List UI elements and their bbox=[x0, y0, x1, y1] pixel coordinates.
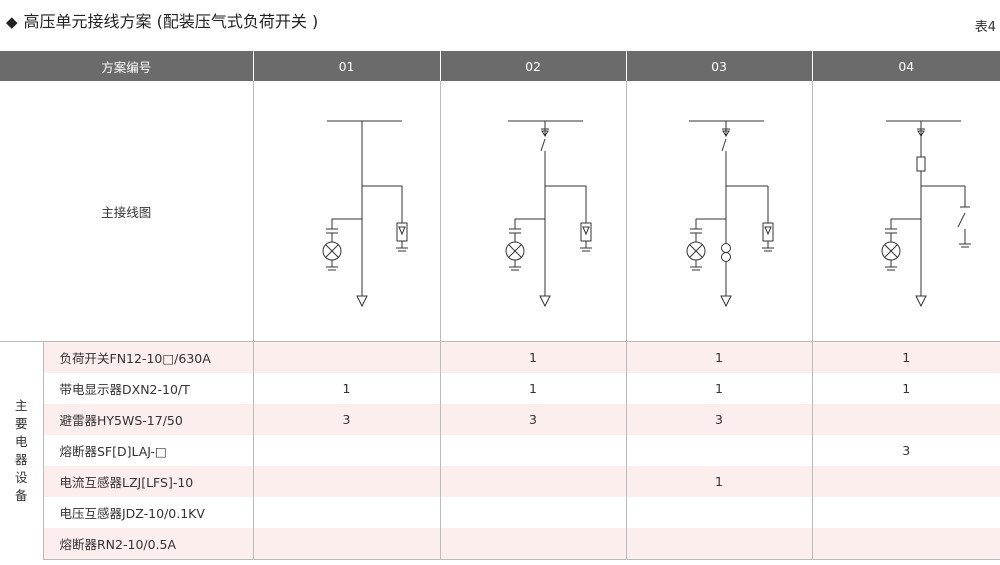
cell-value bbox=[811, 466, 1000, 497]
cell-value: 1 bbox=[625, 341, 813, 373]
table-row: 电流互感器LZJ[LFS]-10 1 bbox=[0, 466, 1000, 497]
title-text: 高压单元接线方案 (配装压气式负荷开关 ) bbox=[23, 12, 319, 31]
page-title: ◆ 高压单元接线方案 (配装压气式负荷开关 ) bbox=[6, 8, 318, 32]
table-tag: 表4 bbox=[974, 20, 996, 35]
cell-value bbox=[625, 435, 813, 466]
table-row: 主 要 电 器 设 备 负荷开关FN12-10□/630A 1 1 1 bbox=[0, 341, 1000, 560]
cell-value bbox=[252, 435, 441, 466]
header-scheme-02: 02 bbox=[439, 51, 627, 81]
cell-value bbox=[625, 528, 813, 560]
diamond-bullet-icon: ◆ bbox=[6, 13, 18, 31]
header-scheme-03: 03 bbox=[625, 51, 813, 81]
diagram-02 bbox=[439, 81, 627, 342]
cell-value: 3 bbox=[439, 404, 627, 435]
cell-value: 1 bbox=[439, 373, 627, 404]
wiring-diagram-03-icon bbox=[686, 120, 775, 308]
cell-value bbox=[252, 528, 441, 560]
table-row: 熔断器RN2-10/0.5A bbox=[0, 528, 1000, 560]
cell-value bbox=[252, 341, 441, 373]
equipment-name: 带电显示器DXN2-10/T bbox=[42, 373, 254, 404]
table-row: 熔断器SF[D]LAJ-□ 3 bbox=[0, 435, 1000, 466]
diagram-label: 主接线图 bbox=[0, 81, 254, 342]
cell-value bbox=[439, 528, 627, 560]
cell-value: 3 bbox=[625, 404, 813, 435]
diagram-row: 主接线图 bbox=[0, 81, 1000, 342]
header-scheme-01: 01 bbox=[252, 51, 441, 81]
cell-value bbox=[625, 497, 813, 528]
equipment-name: 熔断器SF[D]LAJ-□ bbox=[42, 435, 254, 466]
group-label: 主 要 电 器 设 备 bbox=[0, 341, 44, 560]
equipment-name: 避雷器HY5WS-17/50 bbox=[42, 404, 254, 435]
diagram-01 bbox=[252, 81, 441, 342]
diagram-04 bbox=[811, 81, 1000, 342]
table-row: 电压互感器JDZ-10/0.1KV bbox=[0, 497, 1000, 528]
wiring-diagram-02-icon bbox=[505, 120, 593, 308]
cell-value: 1 bbox=[811, 341, 1000, 373]
equipment-name: 电压互感器JDZ-10/0.1KV bbox=[42, 497, 254, 528]
cell-value bbox=[811, 404, 1000, 435]
wiring-diagram-01-icon bbox=[322, 120, 408, 308]
header-scheme-number: 方案编号 bbox=[0, 51, 254, 81]
scheme-table: 方案编号 01 02 03 04 主接线图 bbox=[0, 51, 1000, 560]
cell-value: 1 bbox=[625, 466, 813, 497]
cell-value bbox=[439, 435, 627, 466]
header-scheme-04: 04 bbox=[811, 51, 1000, 81]
table-row: 避雷器HY5WS-17/50 3 3 3 bbox=[0, 404, 1000, 435]
cell-value: 3 bbox=[811, 435, 1000, 466]
equipment-name: 负荷开关FN12-10□/630A bbox=[42, 341, 254, 373]
cell-value: 1 bbox=[625, 373, 813, 404]
cell-value bbox=[439, 466, 627, 497]
equipment-name: 电流互感器LZJ[LFS]-10 bbox=[42, 466, 254, 497]
table-row: 带电显示器DXN2-10/T 1 1 1 1 bbox=[0, 373, 1000, 404]
cell-value bbox=[811, 497, 1000, 528]
cell-value bbox=[439, 497, 627, 528]
cell-value bbox=[252, 466, 441, 497]
diagram-03 bbox=[625, 81, 813, 342]
cell-value bbox=[252, 497, 441, 528]
cell-value: 3 bbox=[252, 404, 441, 435]
wiring-diagram-04-icon bbox=[881, 120, 972, 308]
cell-value: 1 bbox=[811, 373, 1000, 404]
cell-value bbox=[811, 528, 1000, 560]
equipment-name: 熔断器RN2-10/0.5A bbox=[42, 528, 254, 560]
cell-value: 1 bbox=[439, 341, 627, 373]
cell-value: 1 bbox=[252, 373, 441, 404]
header-row: 方案编号 01 02 03 04 bbox=[0, 51, 1000, 81]
